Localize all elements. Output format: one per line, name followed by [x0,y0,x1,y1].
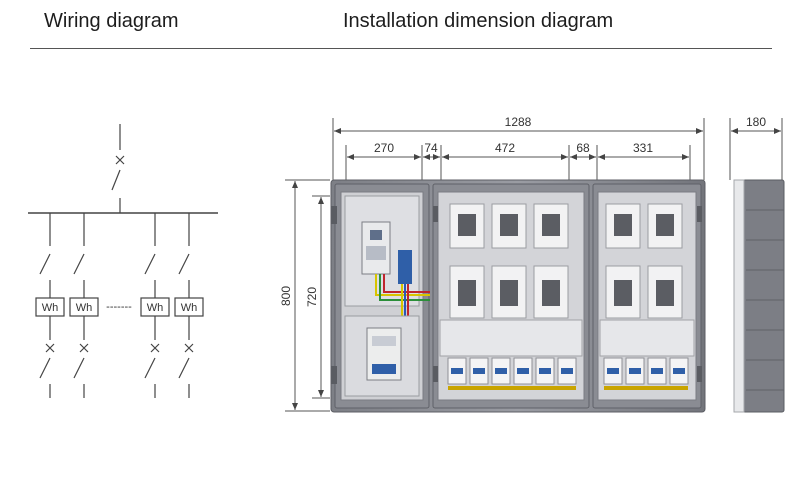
installation-diagram-title: Installation dimension diagram [343,10,614,32]
dim-overall-height: 800 [279,286,293,306]
meter-box-2 [69,297,99,317]
meter-label-3: Wh [147,302,164,314]
dim-overall-width: 1288 [505,115,532,129]
meter-box-4 [174,297,204,317]
right-door [592,183,702,409]
terminal-block [398,250,412,284]
meter-label-4: Wh [181,302,198,314]
branch-1 [39,213,55,398]
dim-section-1: 270 [374,141,394,155]
dim-section-4: 68 [576,141,590,155]
dim-depth: 180 [746,115,766,129]
main-switch [111,169,121,191]
meter-box-3 [140,297,170,317]
dim-inner-height: 720 [305,287,319,307]
single-line-wiring-diagram [28,124,218,398]
branch-3 [144,213,160,398]
main-breaker-cross-icon [115,155,125,165]
dim-section-3: 472 [495,141,515,155]
branch-2 [73,213,89,398]
dim-section-2: 74 [424,141,438,155]
dim-section-5: 331 [633,141,653,155]
meter-label-2: Wh [76,302,93,314]
meter-box-1 [35,297,65,317]
left-door [331,183,430,409]
middle-door [432,183,590,409]
wiring-diagram-title: Wiring diagram [44,10,179,32]
meter-cabinet-side-view [733,179,785,413]
meter-label-1: Wh [42,302,59,314]
branch-4 [178,213,194,398]
meter-cabinet-front-view [330,179,706,413]
header-divider [30,48,772,49]
meter-ellipsis: ------- [106,301,132,313]
